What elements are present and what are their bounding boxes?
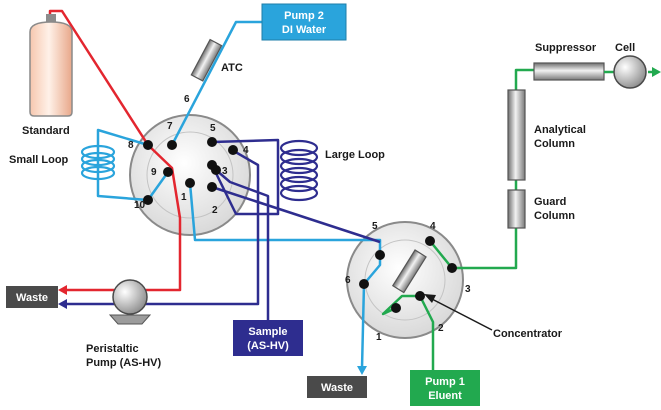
port-right-6-number: 6 [345, 275, 351, 286]
pump2-box[interactable]: Pump 2 DI Water [261, 3, 347, 41]
sample-box-line2: (AS-HV) [247, 340, 289, 352]
pump1-box-line1: Pump 1 [425, 376, 465, 388]
sample-box[interactable]: Sample (AS-HV) [233, 320, 303, 356]
port-right-3-number: 3 [465, 284, 471, 295]
waste-left-box-label: Waste [16, 292, 48, 304]
standard-line [48, 9, 182, 292]
right-valve-port-numbers: 1 2 3 4 5 6 [345, 221, 471, 343]
pump2-box-line2: DI Water [282, 24, 327, 36]
port-left-4 [228, 145, 238, 155]
port-left-6-number: 6 [184, 94, 190, 105]
peristaltic-pump-label-line1: Peristaltic [86, 343, 139, 355]
pump2-box-line1: Pump 2 [284, 10, 324, 22]
port-left-7-number: 7 [167, 121, 173, 132]
standard-label: Standard [22, 125, 70, 137]
guard-column-label-line1: Guard [534, 196, 566, 208]
port-right-5-number: 5 [372, 221, 378, 232]
small-loop-coil-icon [80, 144, 116, 181]
guard-column-icon [507, 189, 526, 229]
port-left-5-number: 5 [210, 123, 216, 134]
pump1-box-line2: Eluent [428, 390, 462, 402]
small-loop-line [96, 128, 170, 202]
peristaltic-pump-label-line2: Pump (AS-HV) [86, 357, 162, 369]
peristaltic-pump-icon [108, 279, 152, 325]
port-left-5 [207, 137, 217, 147]
concentrator-pointer [429, 297, 493, 331]
port-left-1-number: 1 [181, 192, 187, 203]
concentrator-label: Concentrator [493, 328, 563, 340]
sample-out-line [65, 148, 260, 306]
port-left-10 [143, 195, 153, 205]
suppressor-label: Suppressor [535, 42, 597, 54]
port-left-6 [207, 160, 217, 170]
atc-label: ATC [221, 62, 243, 74]
cell-label: Cell [615, 42, 635, 54]
port-right-4-number: 4 [430, 221, 436, 232]
pump1-box[interactable]: Pump 1 Eluent [410, 370, 480, 406]
waste-bottom-box[interactable]: Waste [307, 376, 367, 398]
port-right-1-number: 1 [376, 332, 382, 343]
waste-left-box[interactable]: Waste [6, 286, 58, 308]
large-loop-line [210, 138, 280, 216]
analytical-column-icon [507, 89, 526, 181]
eluent-line [381, 294, 435, 370]
right-valve-ports [359, 236, 457, 313]
left-valve[interactable] [129, 114, 251, 236]
port-right-1 [391, 303, 401, 313]
concentrator-pointer-arrowhead [424, 294, 436, 303]
port-right-5 [375, 250, 385, 260]
port-right-6 [359, 279, 369, 289]
guard-column-label-line2: Column [534, 210, 575, 222]
port-left-9 [163, 167, 173, 177]
bottom-waste-arrowhead [357, 366, 367, 375]
port-left-2 [207, 182, 217, 192]
analytical-column-label-line2: Column [534, 138, 575, 150]
port-left-4-number: 4 [243, 145, 249, 156]
port-right-4 [425, 236, 435, 246]
port-right-2 [415, 291, 425, 301]
cell-outlet-arrowhead [652, 67, 661, 77]
cell-icon [613, 55, 647, 89]
analytical-column-label-line1: Analytical [534, 124, 586, 136]
small-loop-label: Small Loop [9, 154, 69, 166]
atc-cartridge-icon [190, 38, 223, 82]
port-left-2-number: 2 [212, 205, 218, 216]
port-left-10-number: 10 [134, 200, 146, 211]
large-loop-coil-icon [279, 139, 319, 202]
transfer-dark-segment [211, 185, 381, 244]
left-valve-port-numbers: 1 2 3 4 5 6 7 8 9 10 [128, 94, 249, 216]
standard-bottle-icon [29, 14, 73, 117]
port-left-1 [185, 178, 195, 188]
waste-bottom-box-label: Waste [321, 382, 353, 394]
sample-in-line [215, 169, 270, 320]
port-left-7 [167, 140, 177, 150]
sample-box-line1: Sample [248, 326, 287, 338]
standard-waste-arrowhead [58, 285, 67, 295]
port-left-3-number: 3 [222, 166, 228, 177]
large-loop-label: Large Loop [325, 149, 385, 161]
concentrator-icon [391, 249, 427, 294]
pump2-line [170, 20, 262, 146]
port-right-3 [447, 263, 457, 273]
sample-waste-arrowhead [58, 299, 67, 309]
port-right-2-number: 2 [438, 323, 444, 334]
left-valve-ports [143, 137, 238, 205]
port-left-9-number: 9 [151, 167, 157, 178]
suppressor-icon [533, 62, 605, 81]
port-left-8-number: 8 [128, 140, 134, 151]
port-left-8 [143, 140, 153, 150]
